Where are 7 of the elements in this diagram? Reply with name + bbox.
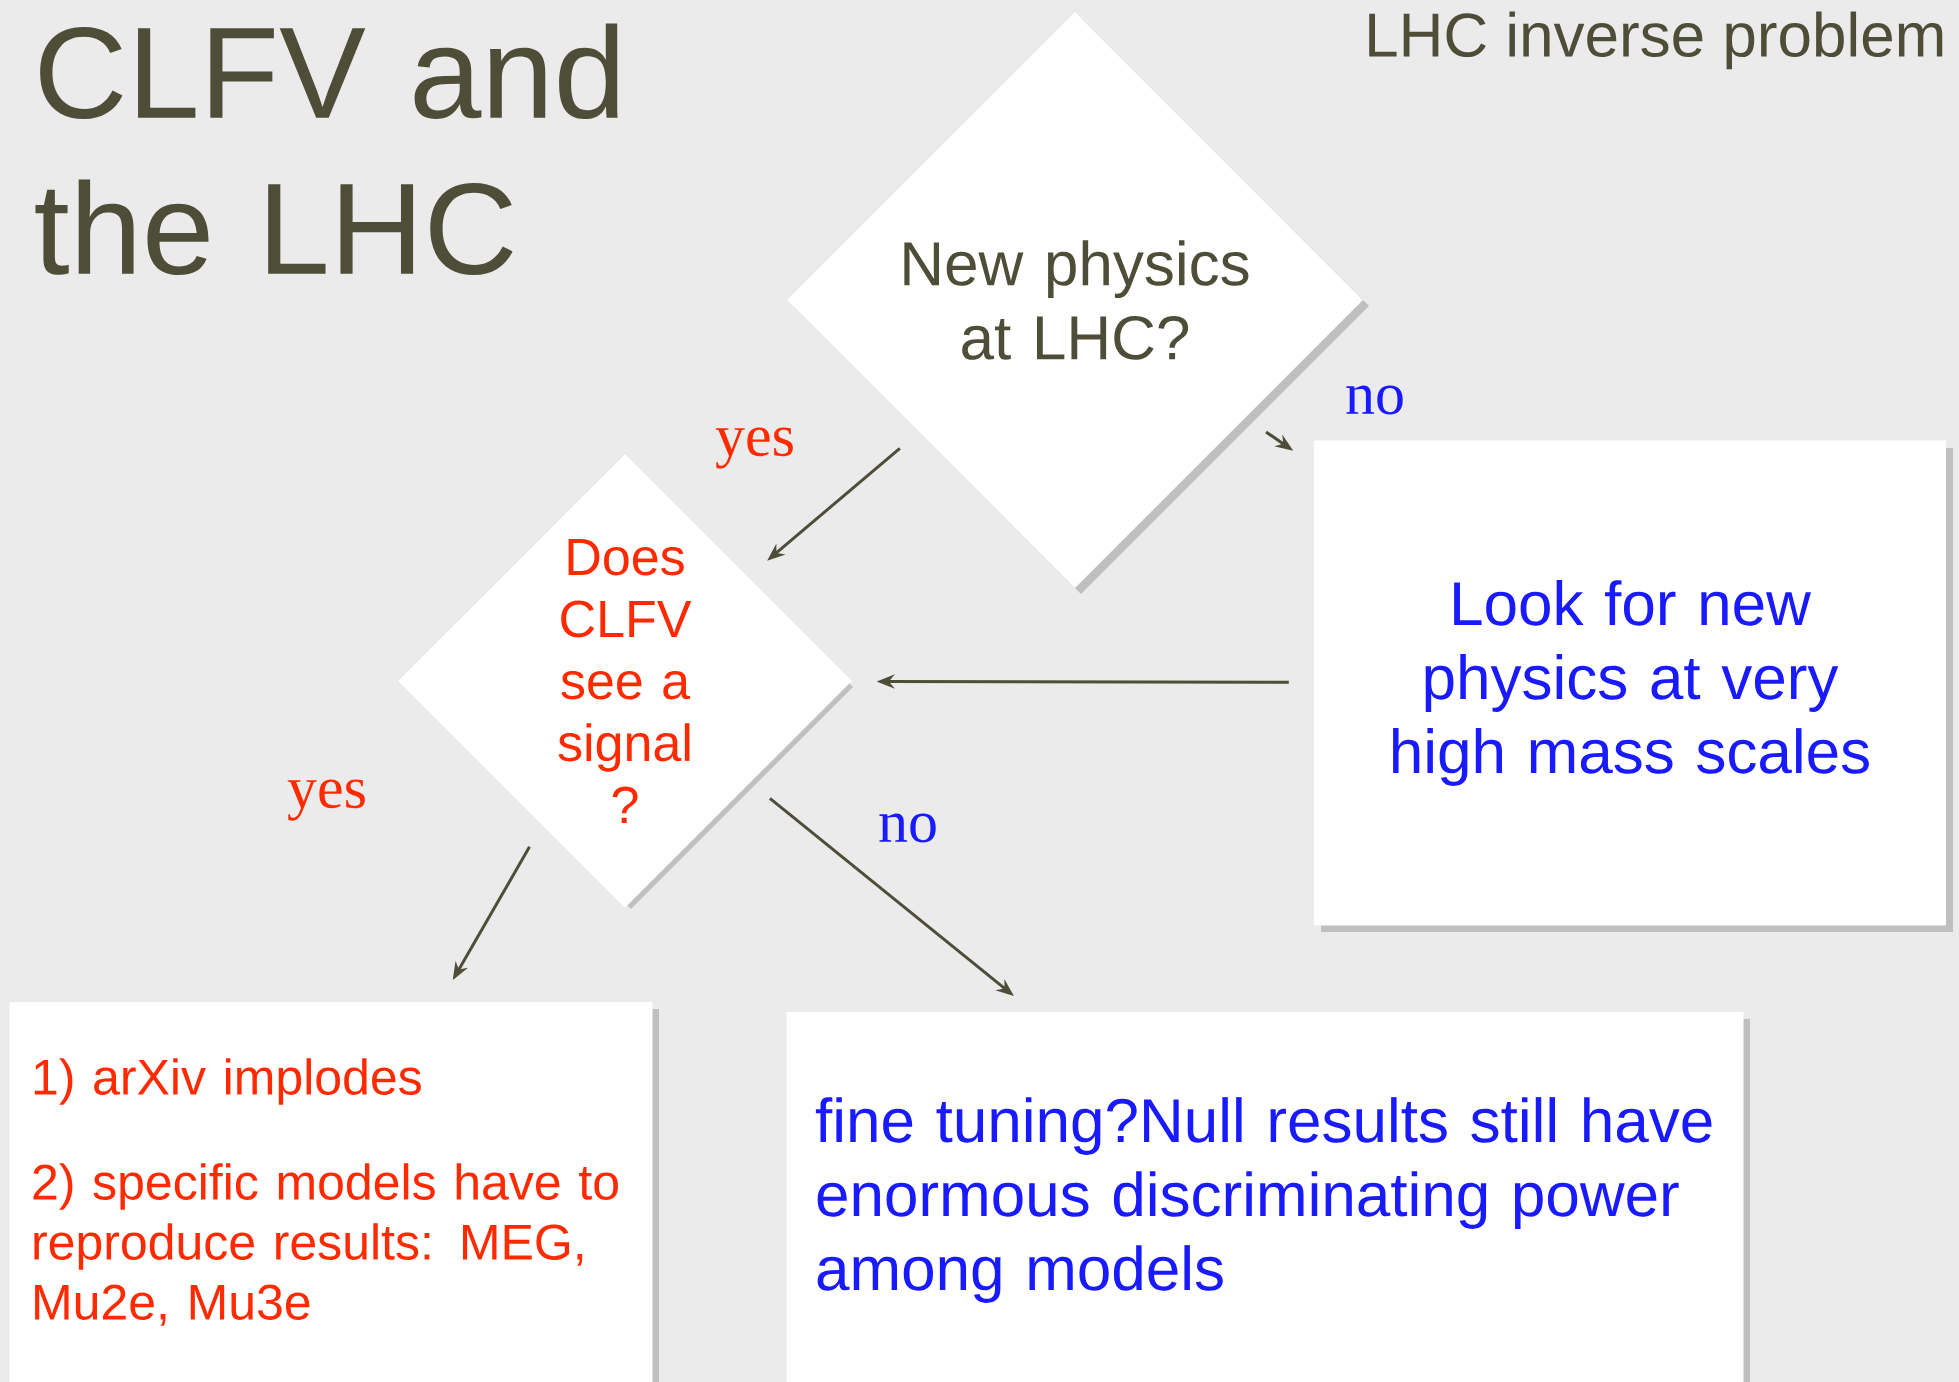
title: CLFV and the LHC [35,23,618,275]
text-box: 1) arXiv implodes 2) specific models have to reproduce results: MEG, Mu2e, Mu3e [9,1002,659,1382]
text-box: fine tuning?Null results still have enormous discriminating power among models [786,1012,1750,1382]
text-box: Look for new physics at very high mass scales [1314,440,1954,932]
edge-label: no [879,813,936,843]
edge-label: yes [287,779,365,821]
heading: LHC inverse problem [1369,11,1943,70]
